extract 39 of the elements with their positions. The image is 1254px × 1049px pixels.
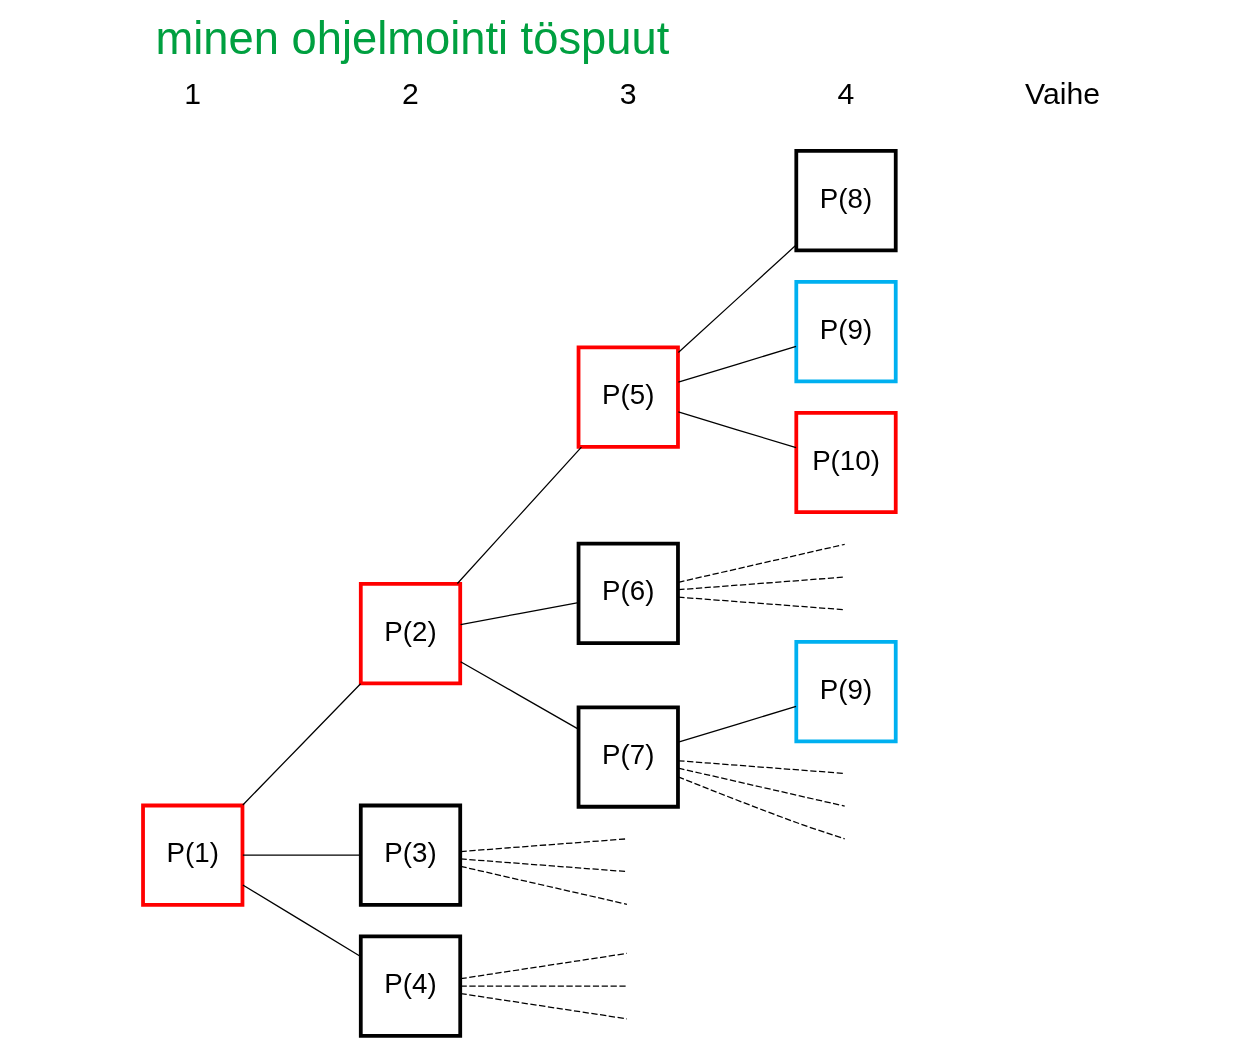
- connector: [677, 596, 846, 611]
- node-box: P(1): [141, 803, 245, 907]
- connector: [677, 543, 846, 583]
- node-box: P(6): [576, 541, 680, 645]
- label: 2: [402, 77, 419, 111]
- node-box: P(9): [794, 280, 898, 384]
- connector: [677, 776, 846, 840]
- label: Vaihe: [1025, 77, 1100, 111]
- node-box: P(8): [794, 149, 898, 253]
- connector: [459, 985, 628, 987]
- connector: [242, 683, 362, 806]
- label: 3: [619, 77, 637, 111]
- node-box: P(2): [358, 582, 463, 686]
- node-box: P(7): [576, 705, 680, 809]
- label: 1: [184, 77, 202, 111]
- connector: [677, 705, 797, 743]
- connector: [459, 865, 628, 905]
- connector: [677, 411, 797, 449]
- connector: [459, 601, 579, 626]
- connector: [677, 576, 846, 591]
- node-box: P(9): [794, 640, 898, 744]
- label: 4: [837, 77, 855, 111]
- connector: [242, 854, 362, 856]
- node-box: P(10): [794, 410, 898, 515]
- connector: [677, 345, 797, 383]
- connector: [456, 446, 583, 585]
- node-box: P(4): [358, 934, 463, 1038]
- connector: [459, 992, 628, 1020]
- connector: [242, 884, 362, 958]
- node-box: P(5): [576, 345, 680, 449]
- connector: [459, 661, 579, 730]
- diagram-title: minen ohjelmointi töspuut: [155, 13, 670, 65]
- connector: [677, 244, 797, 354]
- connector: [459, 838, 628, 853]
- connector: [677, 767, 846, 807]
- node-box: P(3): [358, 803, 463, 907]
- connector: [459, 858, 628, 873]
- connector: [677, 760, 846, 775]
- connector: [459, 952, 628, 980]
